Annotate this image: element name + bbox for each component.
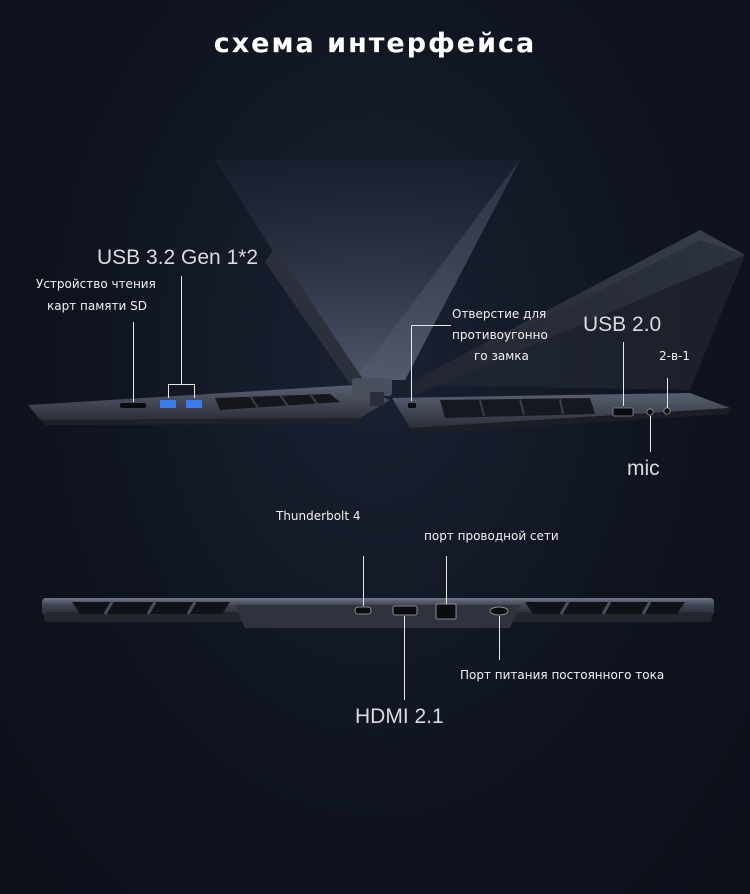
combo-jack-leader-line	[667, 378, 668, 408]
ethernet-label: порт проводной сети	[424, 529, 559, 543]
usb20-label: USB 2.0	[583, 313, 662, 336]
lock-leader-bar	[411, 325, 451, 326]
lock-leader-line	[411, 325, 412, 401]
lock-label-line1: Отверстие для	[452, 307, 547, 321]
sd-leader-line	[133, 322, 134, 402]
page-title: схема интерфейса	[213, 28, 537, 59]
combo-jack-label: 2-в-1	[659, 349, 691, 363]
laptop-screen	[215, 160, 520, 380]
sd-reader-label-line1: Устройство чтения	[36, 277, 156, 291]
thunderbolt-leader-line	[363, 556, 364, 606]
usb32-leader-tick-2	[194, 384, 195, 398]
laptop-hinge	[352, 378, 392, 396]
ethernet-leader-line	[446, 556, 447, 604]
ethernet-port	[435, 603, 457, 620]
hdmi-port	[392, 605, 418, 616]
dc-power-label: Порт питания постоянного тока	[460, 668, 665, 682]
thunderbolt-label: Thunderbolt 4	[276, 509, 361, 523]
usb32-label: USB 3.2 Gen 1*2	[97, 246, 259, 269]
usb32-leader-tick-1	[168, 384, 169, 398]
mic-label: mic	[627, 457, 660, 480]
lock-label-line3: го замка	[474, 349, 529, 363]
lock-label-line2: противоугонно	[452, 328, 548, 342]
usb32-leader-line	[181, 276, 182, 384]
usb32-leader-bar	[168, 384, 195, 385]
thunderbolt-port	[354, 606, 372, 615]
hdmi-label: HDMI 2.1	[355, 705, 444, 728]
dc-power-leader-line	[499, 616, 500, 660]
laptop-right-base	[392, 393, 730, 434]
mic-leader-line	[650, 416, 651, 452]
hdmi-leader-line	[404, 616, 405, 700]
dc-power-port	[489, 606, 509, 616]
combo-audio-port	[663, 407, 671, 415]
usb32-port-1	[160, 400, 176, 408]
lock-slot	[408, 403, 416, 408]
usb32-port-2	[186, 400, 202, 408]
laptop-left-base	[28, 385, 390, 425]
usb20-leader-line	[623, 342, 624, 406]
sd-reader-label-line2: карт памяти SD	[47, 299, 147, 313]
laptop-rear	[42, 598, 714, 628]
usb20-port	[612, 407, 634, 417]
mic-port	[646, 408, 654, 416]
sd-card-slot	[120, 403, 146, 408]
laptop-left-lid	[265, 248, 365, 384]
